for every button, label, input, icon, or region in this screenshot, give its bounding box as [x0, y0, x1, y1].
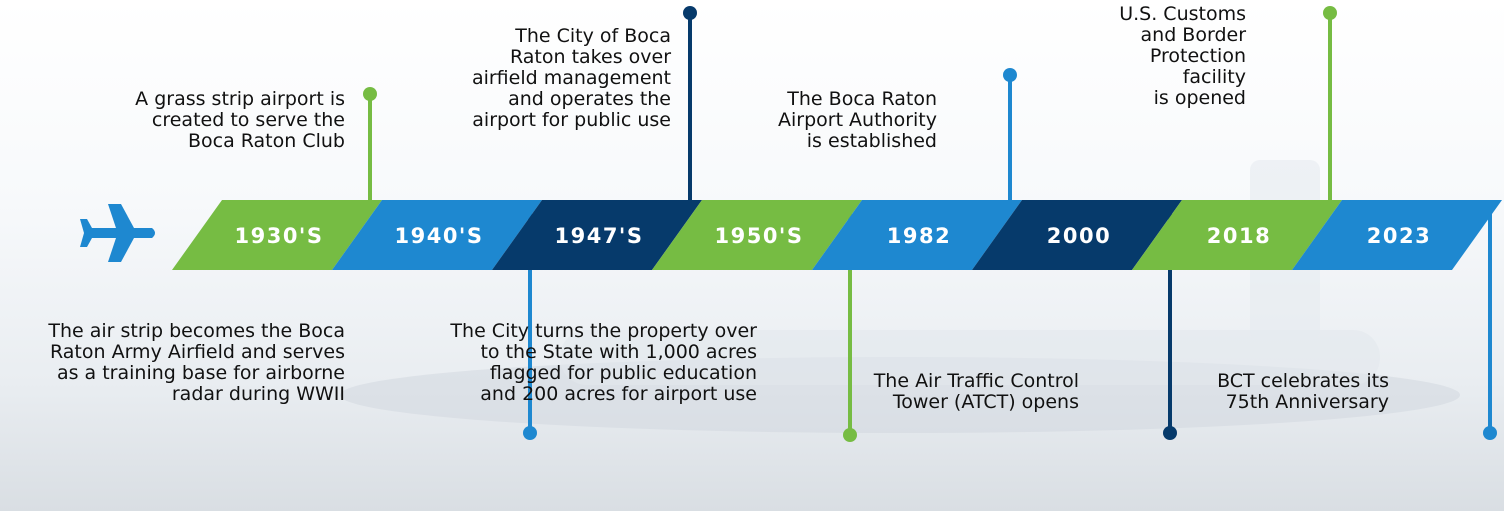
- year-label: 2000: [1047, 224, 1111, 248]
- year-band: [1292, 200, 1502, 270]
- year-label: 2023: [1367, 224, 1431, 248]
- year-label: 1950'S: [714, 224, 803, 248]
- milestone-note: The Air Traffic Control Tower (ATCT) ope…: [873, 370, 1079, 413]
- connector-dot: [1163, 426, 1177, 440]
- connector-dot: [1323, 6, 1337, 20]
- milestone-note: A grass strip airport is created to serv…: [135, 88, 345, 152]
- year-band: [812, 200, 1022, 270]
- connector-dot: [523, 426, 537, 440]
- year-label: 1947'S: [554, 224, 643, 248]
- milestone-note: The air strip becomes the Boca Raton Arm…: [48, 320, 345, 405]
- year-label: 1930'S: [234, 224, 323, 248]
- milestone-note: The Boca Raton Airport Authority is esta…: [777, 88, 937, 152]
- connector-dot: [1003, 68, 1017, 82]
- year-label: 1940'S: [394, 224, 483, 248]
- milestone-note: The City turns the property over to the …: [450, 320, 757, 405]
- milestone-note: U.S. Customs and Border Protection facil…: [1119, 3, 1246, 109]
- milestone-note: The City of Boca Raton takes over airfie…: [471, 25, 671, 131]
- year-label: 1982: [887, 224, 951, 248]
- connector-dot: [1483, 426, 1497, 440]
- year-band: [972, 200, 1182, 270]
- year-label: 2018: [1207, 224, 1271, 248]
- year-band: [652, 200, 862, 270]
- year-band: [172, 200, 382, 270]
- airplane-icon: [80, 204, 155, 262]
- connector-dot: [683, 6, 697, 20]
- milestone-note: BCT celebrates its 75th Anniversary: [1217, 370, 1389, 413]
- year-band: [1132, 200, 1342, 270]
- year-band: [492, 200, 702, 270]
- connector-dot: [843, 428, 857, 442]
- connector-dot: [363, 87, 377, 101]
- year-band: [332, 200, 542, 270]
